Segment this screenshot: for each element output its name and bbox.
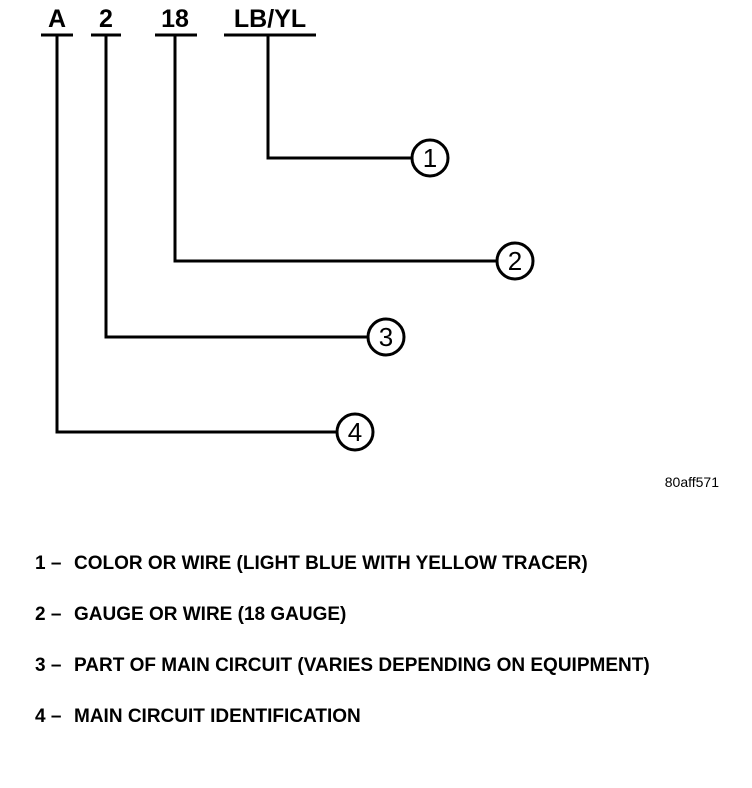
legend-number: 4 – xyxy=(35,706,62,727)
code-gauge-label: 18 xyxy=(161,5,189,33)
callout-circle-2 xyxy=(495,241,535,281)
figure-reference: 80aff571 xyxy=(665,474,719,490)
legend-number: 1 – xyxy=(35,553,62,574)
callout-number-3: 3 xyxy=(379,322,393,352)
leader-line-4 xyxy=(55,36,337,434)
leader-line-2 xyxy=(173,36,497,263)
callout-number-4: 4 xyxy=(348,417,362,447)
code-circuit-label: A xyxy=(48,5,66,33)
legend-number: 2 – xyxy=(35,604,62,625)
leader-line-1 xyxy=(266,36,412,160)
legend-description: COLOR OR WIRE (LIGHT BLUE WITH YELLOW TR… xyxy=(74,553,588,574)
legend-description: PART OF MAIN CIRCUIT (VARIES DEPENDING O… xyxy=(74,655,650,676)
leader-line-3 xyxy=(104,36,368,339)
code-part-label: 2 xyxy=(99,5,113,33)
legend-item-3: 3 – PART OF MAIN CIRCUIT (VARIES DEPENDI… xyxy=(35,653,735,678)
code-color-label: LB/YL xyxy=(234,5,306,33)
legend-item-4: 4 – MAIN CIRCUIT IDENTIFICATION xyxy=(35,704,735,729)
legend-item-2: 2 – GAUGE OR WIRE (18 GAUGE) xyxy=(35,602,735,627)
callout-number-1: 1 xyxy=(423,143,437,173)
legend-list: 1 – COLOR OR WIRE (LIGHT BLUE WITH YELLO… xyxy=(35,551,735,729)
legend-description: MAIN CIRCUIT IDENTIFICATION xyxy=(74,706,361,727)
callout-circle-1 xyxy=(410,138,450,178)
callout-circle-3 xyxy=(366,317,406,357)
callout-circle-4 xyxy=(335,412,375,452)
legend-number: 3 – xyxy=(35,655,62,676)
callout-number-2: 2 xyxy=(508,246,522,276)
legend-item-1: 1 – COLOR OR WIRE (LIGHT BLUE WITH YELLO… xyxy=(35,551,735,576)
legend-description: GAUGE OR WIRE (18 GAUGE) xyxy=(74,604,347,625)
wire-code-diagram: A 2 18 LB/YL 1 2 3 4 80aff571 xyxy=(41,5,719,490)
